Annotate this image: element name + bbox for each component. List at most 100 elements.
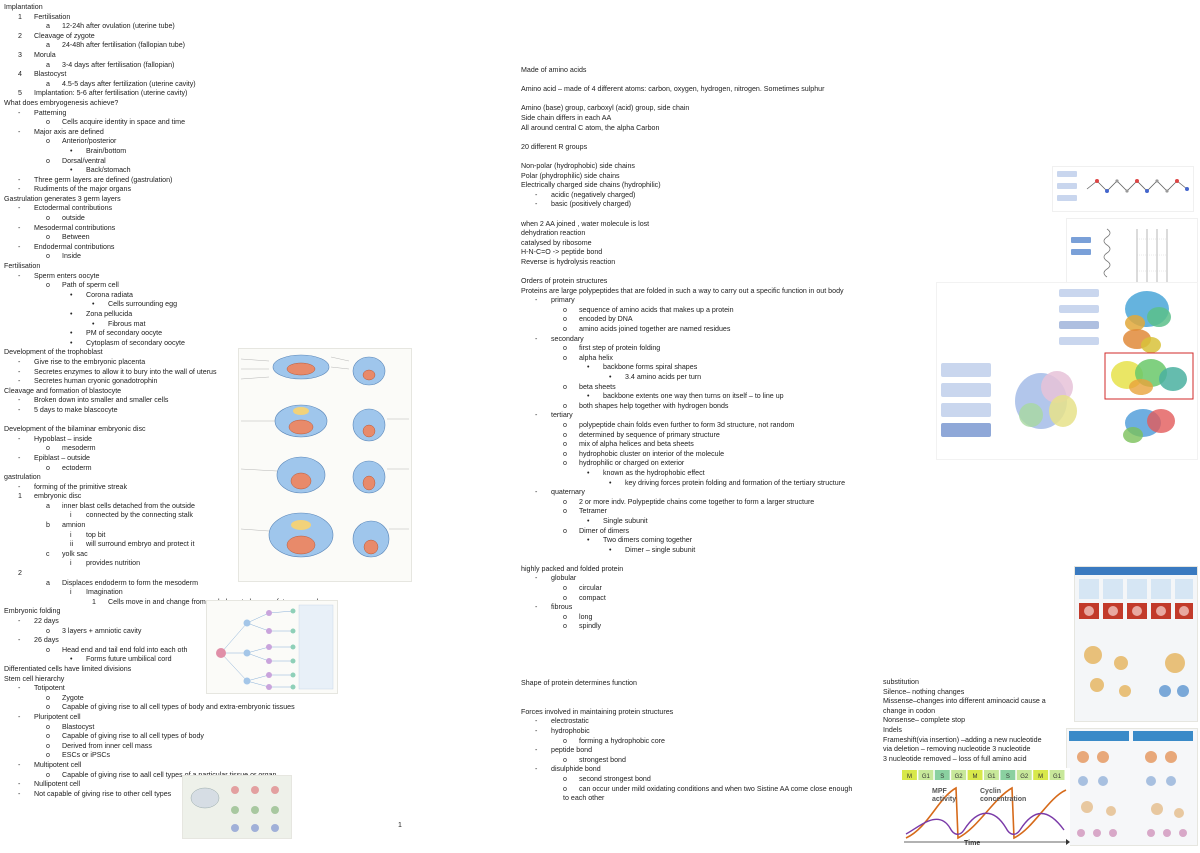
list-marker: • xyxy=(609,373,612,381)
note-text: known as the hydrophobic effect xyxy=(603,468,705,477)
list-marker: o xyxy=(46,444,50,453)
blank-line xyxy=(521,133,845,143)
note-text: Mesodermal contributions xyxy=(34,223,116,232)
list-marker: o xyxy=(46,751,50,760)
phase-box xyxy=(934,770,950,780)
list-marker: o xyxy=(46,252,50,261)
list-marker: - xyxy=(18,789,21,798)
note-text: Displaces endoderm to form the mesoderm xyxy=(62,578,199,587)
note-line: •Back/stomach xyxy=(4,166,330,176)
list-marker: - xyxy=(18,434,21,443)
note-text: Totipotent xyxy=(34,684,65,693)
list-marker: - xyxy=(18,482,21,491)
note-text: 3 layers + amniotic cavity xyxy=(62,626,142,635)
protein-structures-figure xyxy=(936,282,1198,460)
list-marker: - xyxy=(18,271,21,280)
list-marker: o xyxy=(563,622,567,631)
note-text: Polar (phydrophilic) side chains xyxy=(521,171,620,180)
list-marker: o xyxy=(46,722,50,731)
list-marker: a xyxy=(46,22,50,31)
list-marker: - xyxy=(18,453,21,462)
note-line: -Ectodermal contributions xyxy=(4,204,330,214)
list-marker: • xyxy=(70,166,73,175)
note-text: long xyxy=(579,612,593,621)
note-line: Development of the bilaminar embryonic d… xyxy=(4,425,330,435)
note-line: a Displaces endoderm to form the mesoderm xyxy=(4,579,330,589)
note-line: •Single subunit xyxy=(521,517,845,527)
note-line: -Endodermal contributions xyxy=(4,243,330,253)
note-line: Nonsense– complete stop xyxy=(883,716,1046,726)
note-text: Dimer of dimers xyxy=(579,526,630,535)
note-text: basic (positively charged) xyxy=(551,200,632,209)
note-line: highly packed and folded protein xyxy=(521,565,845,575)
list-marker: a xyxy=(46,578,50,587)
note-text: Pluripotent cell xyxy=(34,712,81,721)
meiosis-figure xyxy=(1066,728,1198,846)
note-line: -basic (positively charged) xyxy=(521,200,845,210)
note-text: Cytoplasm of secondary oocyte xyxy=(86,338,185,347)
amino-acid-chain-figure xyxy=(1052,166,1194,212)
note-text: hydrophilic or charged on exterior xyxy=(579,459,685,468)
note-text: Anterior/posterior xyxy=(62,137,117,146)
note-text: Gastrulation generates 3 germ layers xyxy=(4,194,121,203)
note-line: Fertilisation xyxy=(4,262,330,272)
note-text: Shape of protein determines function xyxy=(521,679,637,687)
list-marker: a xyxy=(46,41,50,50)
list-marker: o xyxy=(563,382,567,391)
note-text: Fertilisation xyxy=(4,262,41,271)
list-marker: - xyxy=(18,636,21,645)
note-line: -Secretes human cryonic gonadotrophin xyxy=(4,377,330,387)
note-line: Frameshift(via insertion) –adding a new … xyxy=(883,736,1046,746)
phase-box xyxy=(1033,770,1049,780)
note-line: dehydration reaction xyxy=(521,229,845,239)
note-line: to each other xyxy=(521,794,852,804)
list-marker: • xyxy=(70,310,73,318)
list-marker: o xyxy=(46,463,50,472)
cyclin-concentration-label: Cyclin concentration xyxy=(980,788,1027,803)
note-line: -Three germ layers are defined (gastrula… xyxy=(4,176,330,186)
note-line: via deletion – removing nucleotide 3 nuc… xyxy=(883,745,1046,755)
list-marker: i xyxy=(70,530,72,539)
note-text: substitution xyxy=(883,678,919,686)
blank-line xyxy=(521,555,845,565)
note-line: -Patterning xyxy=(4,109,330,119)
list-marker: a xyxy=(46,60,50,69)
list-marker: o xyxy=(563,584,567,593)
list-marker: o xyxy=(563,784,567,793)
note-line: •PM of secondary oocyte xyxy=(4,329,330,339)
list-marker: • xyxy=(587,468,590,477)
note-text: Embryonic folding xyxy=(4,607,61,616)
list-marker: o xyxy=(46,214,50,223)
list-marker: o xyxy=(563,344,567,353)
note-text: via deletion – removing nucleotide 3 nuc… xyxy=(883,745,1031,754)
note-text: H-N-C=O -> peptide bond xyxy=(521,248,603,257)
note-line: -Totipotent xyxy=(4,684,330,694)
note-line: -secondary xyxy=(521,335,845,345)
note-line: Differentiated cells have limited divisi… xyxy=(4,665,330,675)
note-text: Rudiments of the major organs xyxy=(34,185,131,194)
note-text: Corona radiata xyxy=(86,290,133,299)
note-text: 5 days to make blascocyte xyxy=(34,405,118,414)
note-line: -Broken down into smaller and smaller ce… xyxy=(4,396,330,406)
note-text: amino acids joined together are named re… xyxy=(579,325,731,334)
note-text: Between xyxy=(62,233,90,242)
list-marker: • xyxy=(92,300,95,309)
note-text: mix of alpha helices and beta sheets xyxy=(579,440,694,449)
list-marker: 2 xyxy=(18,569,22,578)
list-marker: - xyxy=(18,760,21,769)
note-text: acidic (negatively charged) xyxy=(551,190,636,199)
note-text: 20 different R groups xyxy=(521,142,588,151)
note-text: forming of the primitive streak xyxy=(34,482,128,491)
note-line: gastrulation xyxy=(4,473,330,483)
note-text: Hypoblast – inside xyxy=(34,434,92,443)
